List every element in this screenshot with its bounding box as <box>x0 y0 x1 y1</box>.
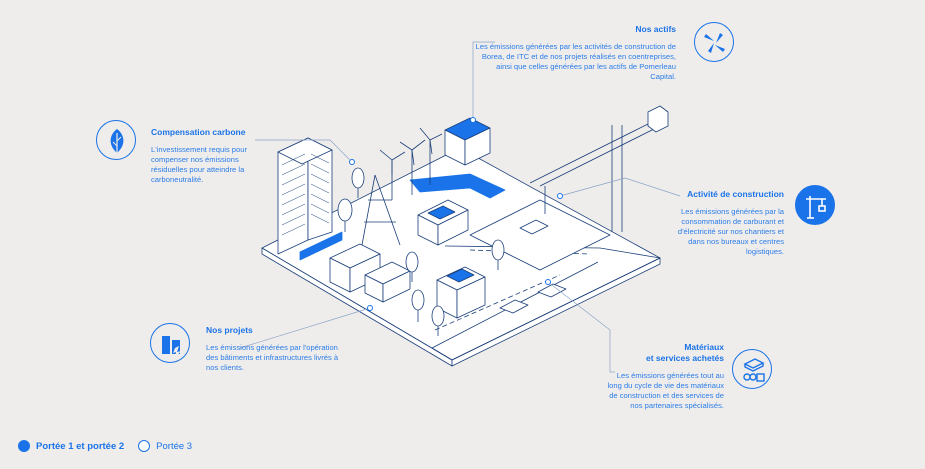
callout-text: L'investissement requis pour compenser n… <box>151 145 247 184</box>
leaf-badge <box>96 120 136 160</box>
tall-building <box>277 137 333 255</box>
callout-text: Les émissions générées par l'opération d… <box>206 343 339 372</box>
filled-dot-icon <box>18 440 30 452</box>
materials-icon <box>743 358 765 382</box>
crane-icon <box>806 196 826 219</box>
legend-item-scope12: Portée 1 et portée 2 <box>18 440 124 452</box>
connector-lines <box>239 41 681 373</box>
callout-title: Nos projets <box>206 325 253 335</box>
callout-title: Matériaux et services achetés <box>646 342 724 363</box>
top-building <box>444 117 491 166</box>
callout-materiaux: Matériaux et services achetés Les émissi… <box>602 342 724 411</box>
empty-dot-icon <box>138 440 151 452</box>
callout-text: Les émissions générées par les activités… <box>475 42 677 81</box>
callout-compensation: Compensation carbone L'investissement re… <box>151 127 265 185</box>
leaf-icon <box>110 129 124 155</box>
buildings-icon <box>162 336 181 358</box>
callout-title: Compensation carbone <box>151 127 246 137</box>
trees <box>337 167 505 336</box>
callout-title: Nos actifs <box>635 24 676 34</box>
legend-item-scope3: Portée 3 <box>138 440 192 452</box>
legend: Portée 1 et portée 2 Portée 3 <box>18 440 206 452</box>
crane-badge <box>795 185 835 225</box>
crane <box>529 105 669 232</box>
callout-nos-projets: Nos projets Les émissions générées par l… <box>206 325 346 373</box>
callout-nos-actifs: Nos actifs Les émissions générées par le… <box>470 24 677 82</box>
legend-label: Portée 3 <box>156 440 193 452</box>
windmill-icon <box>704 33 725 53</box>
buildings-badge <box>150 323 190 363</box>
callout-text: Les émissions générées par la consommati… <box>677 207 784 256</box>
construction-site <box>469 199 611 271</box>
wind-turbines <box>379 127 443 200</box>
water-band <box>299 231 343 261</box>
legend-label: Portée 1 et portée 2 <box>36 440 125 452</box>
low-buildings <box>329 199 486 319</box>
windmill-badge <box>694 22 734 62</box>
vehicles <box>499 219 567 314</box>
callout-title: Activité de construction <box>687 189 784 199</box>
callout-text: Les émissions générées tout au long du c… <box>607 371 724 410</box>
power-pylon <box>361 174 401 246</box>
materials-badge <box>732 349 772 389</box>
callout-activite: Activité de construction Les émissions g… <box>676 189 784 257</box>
